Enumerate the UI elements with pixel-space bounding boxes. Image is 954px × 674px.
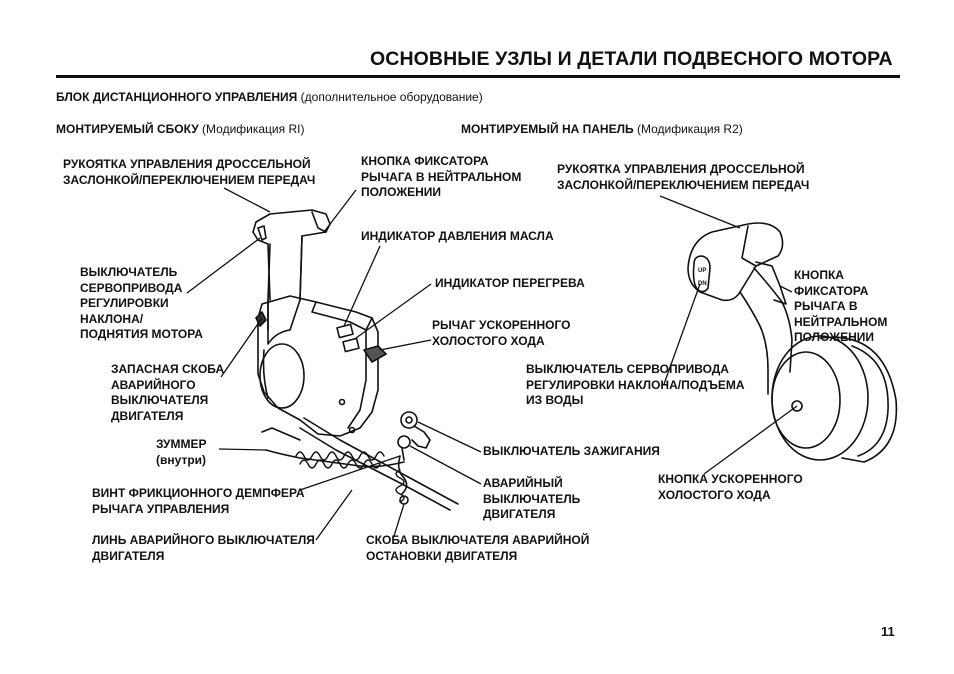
trim-down-text: DN: [698, 281, 707, 287]
leader-throttle-handle: [223, 187, 271, 213]
label-stop-lanyard: ЛИНЬ АВАРИЙНОГО ВЫКЛЮЧАТЕЛЯ ДВИГАТЕЛЯ: [92, 533, 315, 563]
label-stop-clip: СКОБА ВЫКЛЮЧАТЕЛЯ АВАРИЙНОЙ ОСТАНОВКИ ДВ…: [366, 533, 590, 563]
leader-ignition: [417, 421, 482, 453]
section-heading: БЛОК ДИСТАНЦИОННОГО УПРАВЛЕНИЯ (дополнит…: [56, 90, 483, 104]
panel-mount-control-drawing: [687, 222, 898, 463]
title-rule: [56, 75, 900, 78]
leader-overheat: [355, 283, 432, 339]
label-trim-switch: ВЫКЛЮЧАТЕЛЬ СЕРВОПРИВОДА РЕГУЛИРОВКИ НАК…: [80, 265, 203, 342]
label-spare-clip: ЗАПАСНАЯ СКОБА АВАРИЙНОГО ВЫКЛЮЧАТЕЛЯ ДВ…: [111, 362, 225, 423]
panel-mount-heading: МОНТИРУЕМЫЙ НА ПАНЕЛЬ (Модификация R2): [461, 122, 743, 136]
leader-r2-throttle-handle: [659, 195, 741, 229]
label-friction-screw: ВИНТ ФРИКЦИОННОГО ДЕМПФЕРА РЫЧАГА УПРАВЛ…: [92, 486, 305, 516]
label-overheat-indicator: ИНДИКАТОР ПЕРЕГРЕВА: [435, 276, 585, 290]
label-r2-fast-idle-button: КНОПКА УСКОРЕННОГО ХОЛОСТОГО ХОДА: [658, 472, 803, 502]
leader-r2-fast-idle: [703, 405, 798, 475]
trim-up-text: UP: [698, 268, 706, 274]
label-oil-indicator: ИНДИКАТОР ДАВЛЕНИЯ МАСЛА: [361, 229, 554, 243]
page-title: ОСНОВНЫЕ УЗЛЫ И ДЕТАЛИ ПОДВЕСНОГО МОТОРА: [370, 48, 893, 70]
leader-friction-screw: [299, 455, 401, 491]
leader-fast-idle: [379, 339, 432, 351]
label-r2-throttle-handle: РУКОЯТКА УПРАВЛЕНИЯ ДРОССЕЛЬНОЙ ЗАСЛОНКО…: [557, 162, 810, 192]
leader-neutral-lock: [323, 189, 357, 233]
label-throttle-handle: РУКОЯТКА УПРАВЛЕНИЯ ДРОССЕЛЬНОЙ ЗАСЛОНКО…: [63, 157, 316, 187]
page-number: 11: [881, 624, 895, 639]
leader-r2-trim: [663, 283, 701, 385]
leader-lanyard: [315, 489, 353, 541]
label-neutral-lock: КНОПКА ФИКСАТОРА РЫЧАГА В НЕЙТРАЛЬНОМ ПО…: [361, 154, 522, 200]
label-r2-trim-switch: ВЫКЛЮЧАТЕЛЬ СЕРВОПРИВОДА РЕГУЛИРОВКИ НАК…: [526, 362, 745, 408]
label-ignition-switch: ВЫКЛЮЧАТЕЛЬ ЗАЖИГАНИЯ: [483, 444, 660, 458]
leader-r2-neutral-lock: [779, 285, 793, 293]
label-emergency-stop-switch: АВАРИЙНЫЙ ВЫКЛЮЧАТЕЛЬ ДВИГАТЕЛЯ: [483, 476, 581, 522]
leader-buzzer: [218, 448, 267, 451]
leader-spare-clip: [220, 317, 263, 378]
leader-trim-switch: [186, 237, 261, 294]
leader-oil-indicator: [343, 245, 381, 327]
leader-stop-switch: [409, 445, 482, 485]
label-r2-neutral-lock: КНОПКА ФИКСАТОРА РЫЧАГА В НЕЙТРАЛЬНОМ ПО…: [794, 268, 888, 345]
label-buzzer: ЗУММЕР (внутри): [156, 437, 207, 467]
leader-stop-clip: [393, 503, 405, 537]
label-fast-idle-lever: РЫЧАГ УСКОРЕННОГО ХОЛОСТОГО ХОДА: [432, 318, 571, 348]
side-mount-heading: МОНТИРУЕМЫЙ СБОКУ (Модификация RI): [56, 122, 305, 136]
leader-lines: [186, 187, 798, 541]
side-mount-control-box-drawing: [252, 209, 459, 511]
